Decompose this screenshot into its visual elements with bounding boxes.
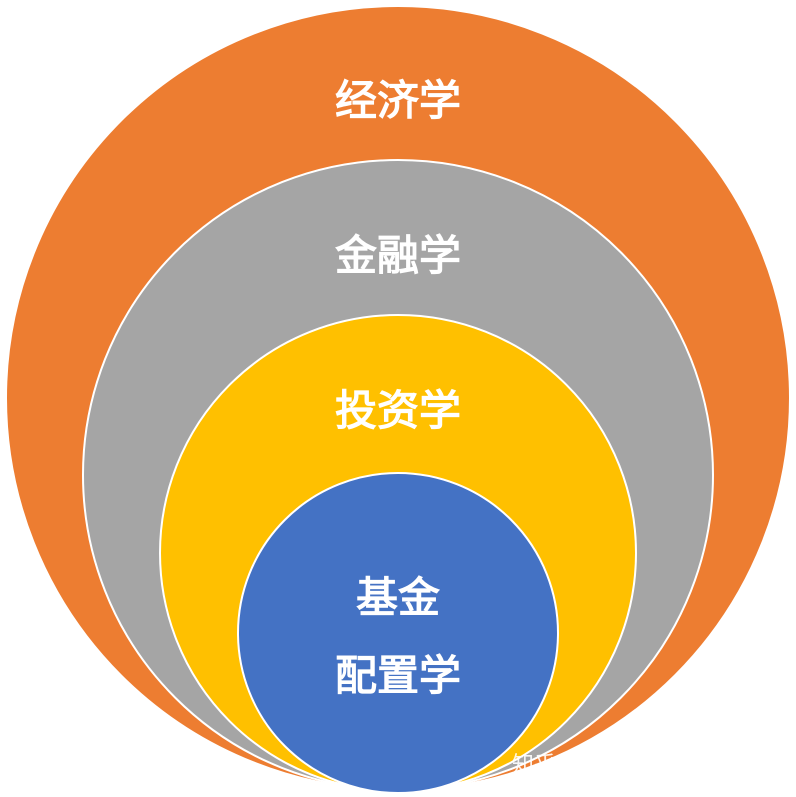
fund-label-line1: 基金 xyxy=(356,573,441,622)
finance-label: 金融学 xyxy=(334,231,461,280)
fund-allocation-circle xyxy=(237,472,559,794)
fund-label-line2: 配置学 xyxy=(335,651,461,700)
watermark-text: 知乎 @量化基金组合配置 xyxy=(512,753,761,778)
investment-label: 投资学 xyxy=(335,386,461,435)
economics-label: 经济学 xyxy=(335,76,461,125)
